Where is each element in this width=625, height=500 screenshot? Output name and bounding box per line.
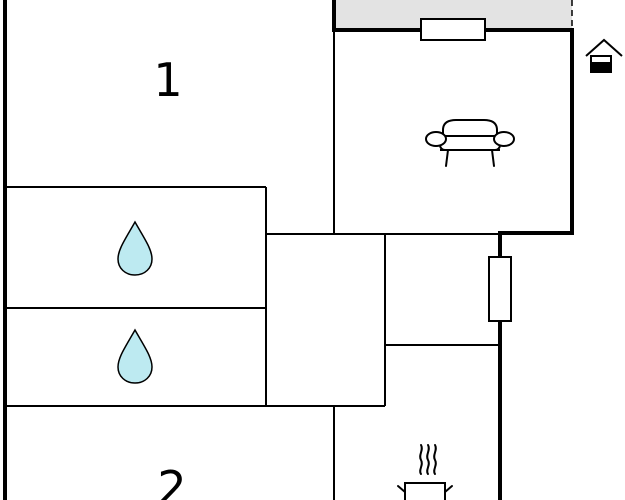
room-label-2: 2 xyxy=(157,461,186,500)
interior-walls xyxy=(5,30,500,500)
window-top xyxy=(420,18,486,41)
outer-walls xyxy=(3,0,574,500)
stove-icon xyxy=(397,444,453,500)
room-label-1: 1 xyxy=(153,53,182,107)
window-right xyxy=(488,256,512,322)
sofa-icon xyxy=(425,119,515,167)
house-entrance-icon xyxy=(585,38,623,73)
water-drop-icon xyxy=(117,328,153,384)
water-drop-icon xyxy=(117,220,153,276)
